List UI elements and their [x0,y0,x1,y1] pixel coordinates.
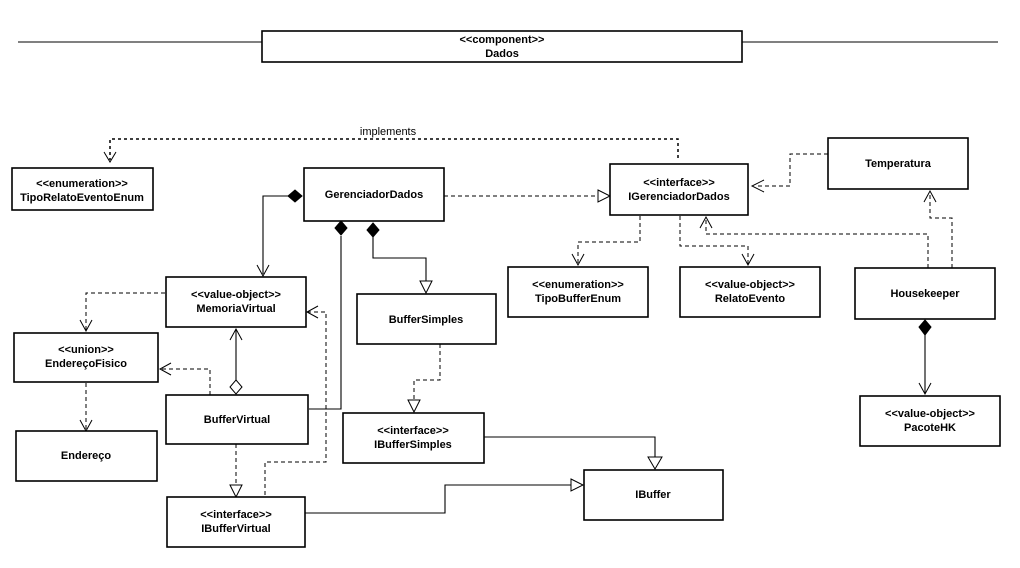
class-relato-evento[interactable]: <<value-object>> RelatoEvento [679,266,821,318]
gerenciador-memoria-composition-line [262,195,288,274]
ibuffervirtual-memoria-arrow [305,305,319,319]
class-stereotype: <<enumeration>> [36,178,128,190]
class-name: PacoteHK [904,422,956,434]
implements-arrowhead [103,151,117,163]
component-stereotype: <<component>> [460,34,545,46]
igerenciador-relato-dependency [679,216,749,264]
class-pacote-hk[interactable]: <<value-object>> PacoteHK [859,395,1001,447]
class-name: BufferSimples [389,314,464,326]
gerenciador-buffervirtual-diamond [334,220,348,236]
class-name: MemoriaVirtual [196,303,275,315]
igerenciador-tipobuffer-dependency [577,216,641,264]
buffervirtual-enderecofisico-dependency [161,368,211,395]
gerenciador-memoria-arrow [256,264,270,278]
housekeeper-temperatura-arrow [923,189,937,203]
ibuffervirtual-memoria-dependency [264,311,327,495]
class-name: Temperatura [865,158,932,170]
memoria-enderecofisico-arrow [79,319,93,333]
buffervirtual-enderecofisico-arrow [158,362,172,376]
class-name: TipoRelatoEventoEnum [20,192,144,204]
class-stereotype: <<value-object>> [191,289,281,301]
class-name: IBufferVirtual [201,523,270,535]
class-stereotype: <<interface>> [377,425,449,437]
housekeeper-igerenciador-dependency [705,220,929,268]
igerenciador-tipobuffer-arrow [571,253,585,267]
housekeeper-temperatura-dependency [929,192,953,268]
ibuffersimples-ibuffer-generalization-line [484,436,656,457]
class-name: Endereço [61,450,111,462]
class-name: RelatoEvento [715,293,786,305]
class-buffer-simples[interactable]: BufferSimples [356,293,497,345]
temperatura-dependency-line [755,153,828,187]
class-stereotype: <<value-object>> [885,408,975,420]
component-header: <<component>> Dados [261,30,743,63]
component-name: Dados [485,48,519,60]
class-name: Housekeeper [890,288,960,300]
gerenciador-memoria-diamond [287,189,303,203]
class-endereco[interactable]: Endereço [15,430,158,482]
gerenciador-buffersimples-triangle [419,280,433,295]
gerenciador-buffervirtual-composition-line [309,236,342,410]
class-stereotype: <<enumeration>> [532,279,624,291]
ibuffervirtual-ibuffer-triangle [570,478,585,492]
ibuffersimples-ibuffer-triangle [647,456,663,470]
class-name: BufferVirtual [204,414,270,426]
class-ibuffer-simples[interactable]: <<interface>> IBufferSimples [342,412,485,464]
class-name: IBufferSimples [374,439,452,451]
housekeeper-pacotehk-diamond [918,319,932,336]
class-tipo-relato-evento-enum[interactable]: <<enumeration>> TipoRelatoEventoEnum [11,167,154,211]
class-memoria-virtual[interactable]: <<value-object>> MemoriaVirtual [165,276,307,328]
class-ibuffer-virtual[interactable]: <<interface>> IBufferVirtual [166,496,306,548]
class-name: IGerenciadorDados [628,191,729,203]
class-housekeeper[interactable]: Housekeeper [854,267,996,320]
class-ibuffer[interactable]: IBuffer [583,469,724,521]
buffersimples-realization-line [413,344,441,400]
ibuffervirtual-ibuffer-generalization-line [305,484,571,514]
igerenciador-relato-arrow [741,253,755,267]
gerenciador-buffersimples-diamond [366,222,380,238]
housekeeper-igerenciador-arrow [699,215,713,229]
implements-label: implements [360,126,417,138]
gerenciador-buffersimples-composition-line [372,237,427,292]
buffervirtual-realization-triangle [229,484,243,499]
gerenciador-realization-triangle [597,189,612,203]
class-buffer-virtual[interactable]: BufferVirtual [165,394,309,445]
buffersimples-realization-triangle [407,399,421,414]
memoria-buffervirtual-open-diamond [229,379,243,395]
class-name: GerenciadorDados [325,189,423,201]
class-stereotype: <<interface>> [200,509,272,521]
memoria-buffervirtual-arrow [229,327,243,341]
class-stereotype: <<union>> [58,344,114,356]
class-stereotype: <<interface>> [643,177,715,189]
class-igerenciador-dados[interactable]: <<interface>> IGerenciadorDados [609,163,749,216]
class-gerenciador-dados[interactable]: GerenciadorDados [303,167,445,222]
class-stereotype: <<value-object>> [705,279,795,291]
class-tipo-buffer-enum[interactable]: <<enumeration>> TipoBufferEnum [507,266,649,318]
memoria-enderecofisico-dependency [85,292,165,330]
class-name: EndereçoFisico [45,358,127,370]
class-name: TipoBufferEnum [535,293,621,305]
implements-connector [109,138,679,160]
class-temperatura[interactable]: Temperatura [827,137,969,190]
temperatura-dependency-arrow [750,179,765,193]
housekeeper-pacotehk-arrow [918,382,932,396]
class-endereco-fisico[interactable]: <<union>> EndereçoFisico [13,332,159,383]
class-name: IBuffer [635,489,671,501]
